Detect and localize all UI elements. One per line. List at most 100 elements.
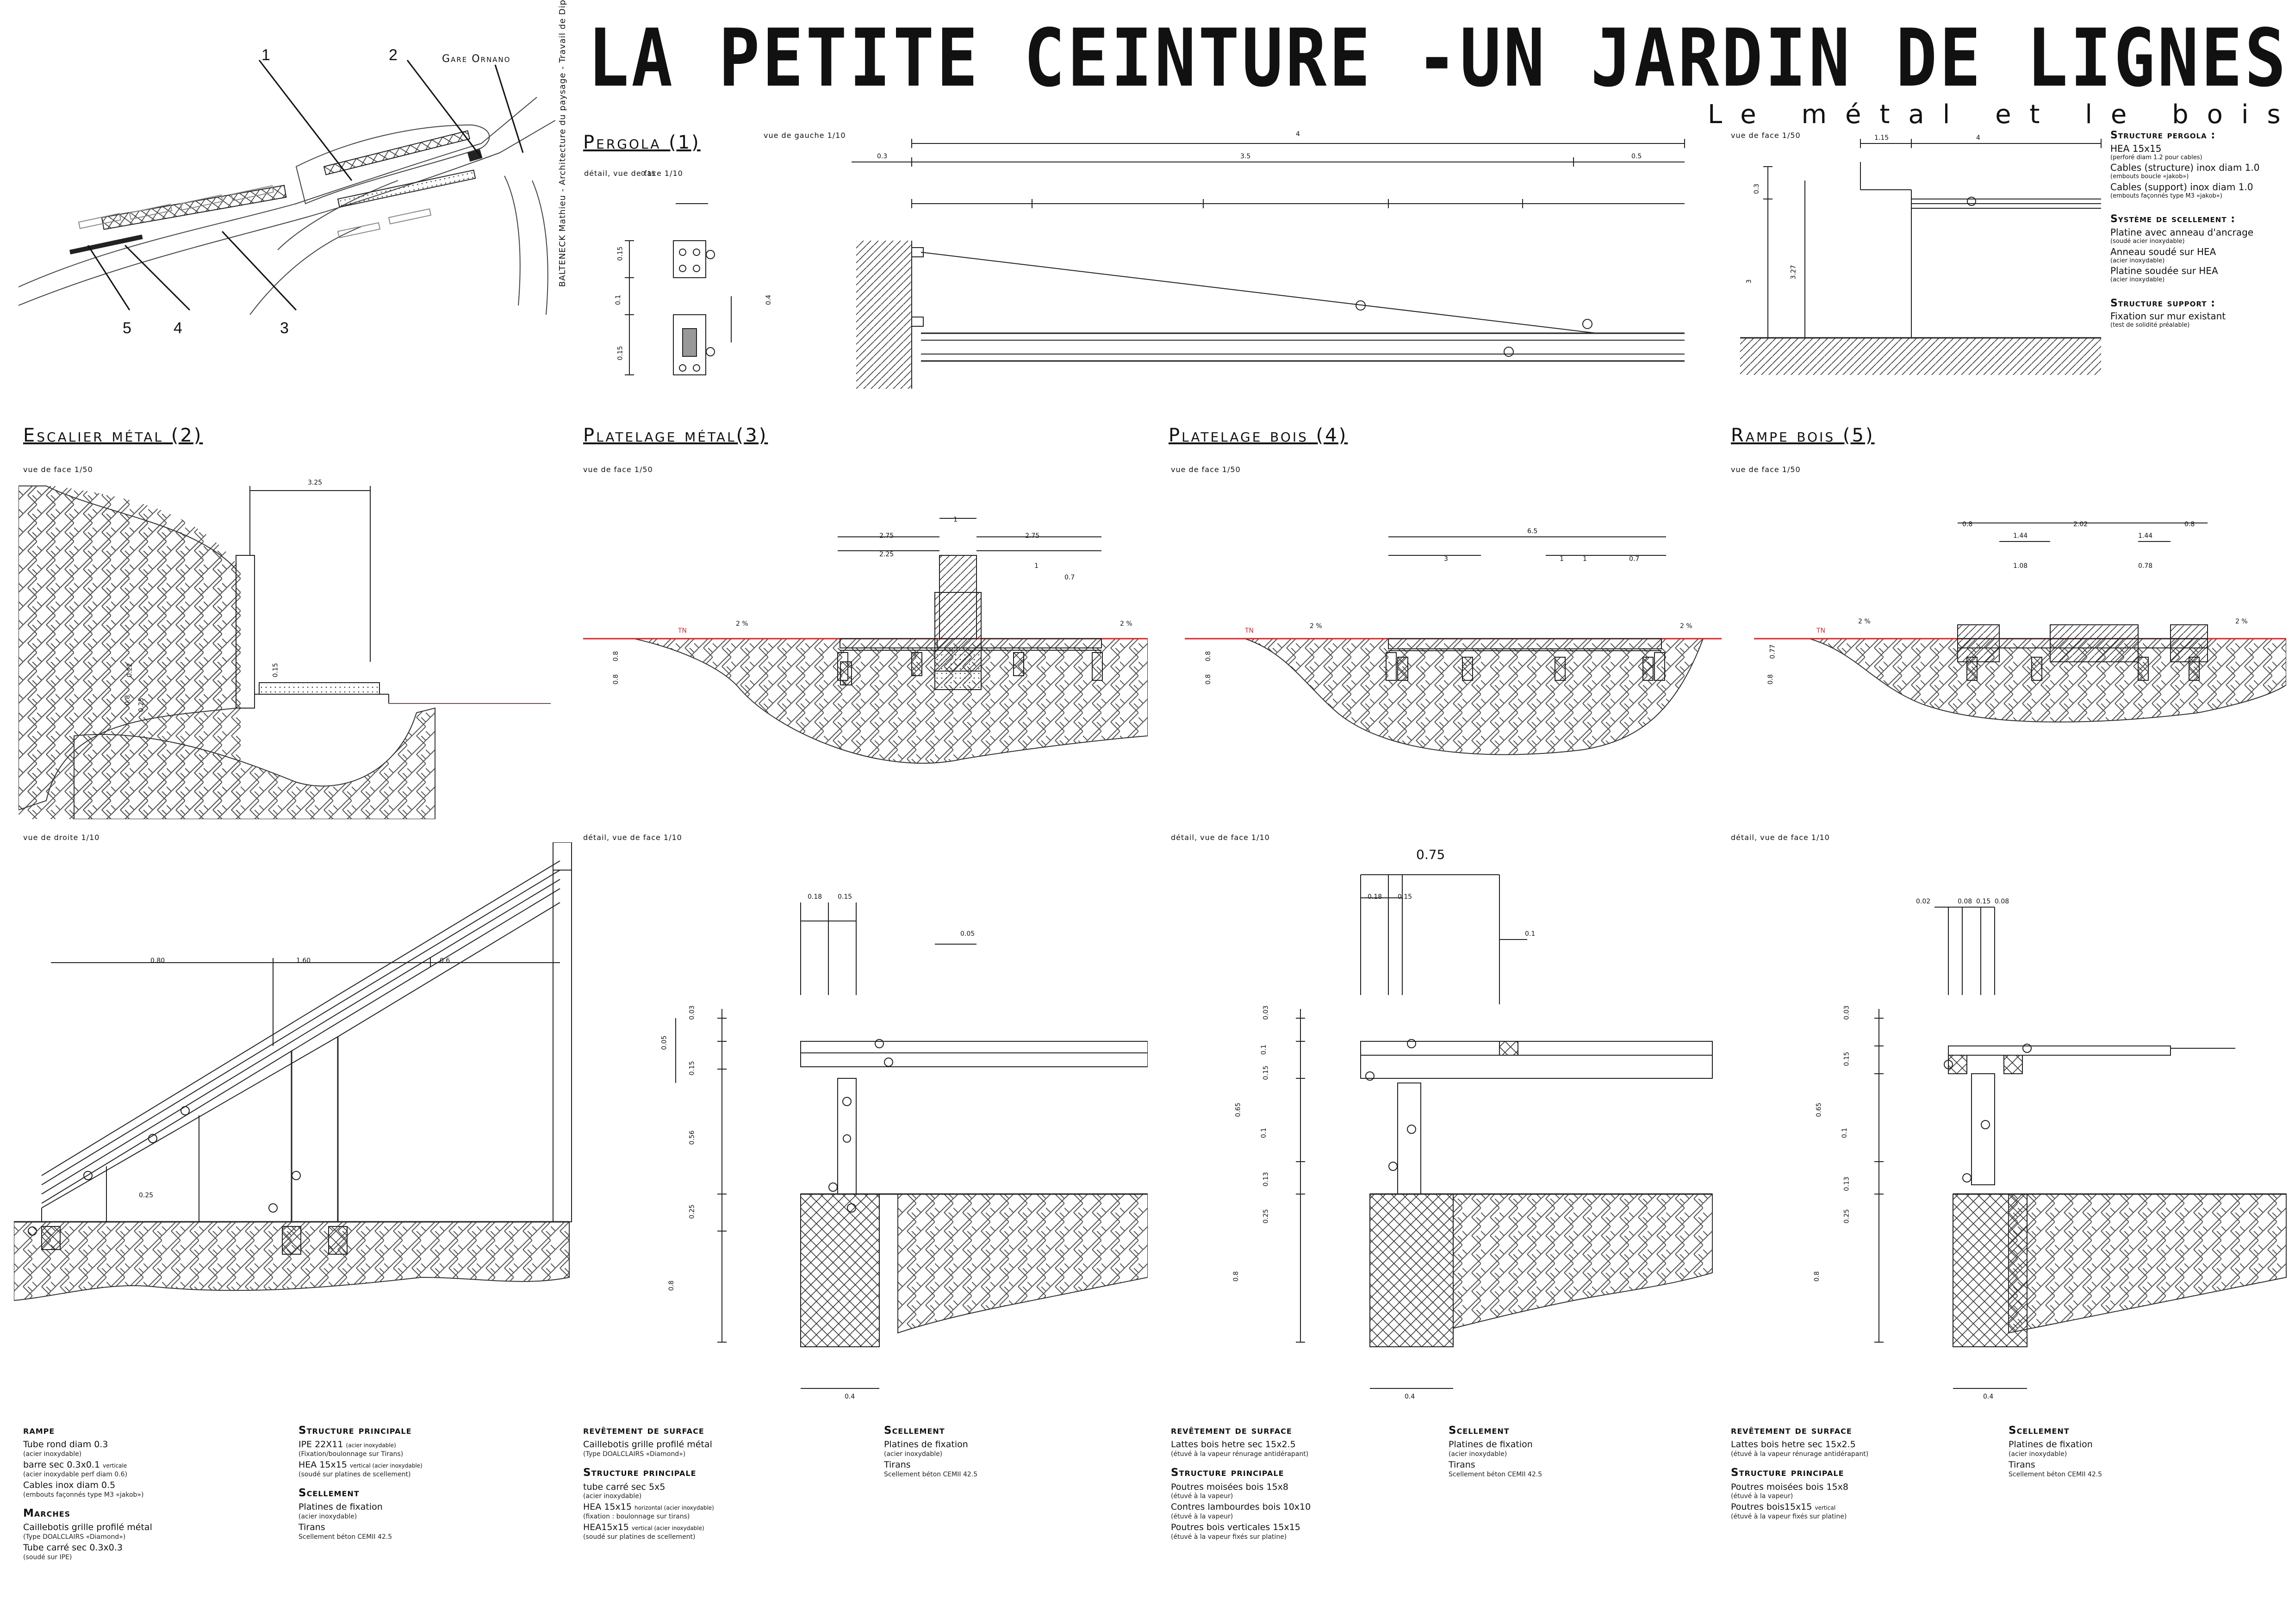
pergola-cables1-note: (embouts boucle «jakob») (2110, 173, 2189, 180)
legend-stair-l2s: (acier inoxydable perf diam 0.6) (23, 1470, 128, 1478)
dim-deckm-o: 0.8 (668, 1280, 676, 1291)
dim-ramp-v1: 0.77 (1769, 644, 1777, 659)
dim-deckm-n: 0.25 (688, 1204, 696, 1219)
dim-ramp-n: 0.65 (1815, 1102, 1823, 1117)
map-label-2: 2 (389, 46, 398, 64)
dim-deckw-p: 0.25 (1262, 1209, 1270, 1224)
pergola-specifications: Structure pergola : HEA 15x15 (perforé d… (2110, 129, 2259, 330)
site-map (19, 60, 555, 315)
pergola-view-face: vue de face 1/50 (1731, 131, 1801, 140)
pergola-platine2: Platine soudée sur HEA (2110, 265, 2218, 277)
dim-deckm-p: 0.4 (845, 1393, 855, 1400)
platelage-bois-view-detail: détail, vue de face 1/10 (1171, 833, 1270, 842)
platelage-metal-face-view-drawing (583, 518, 1148, 764)
section-title-escalier: Escalier métal (2) (23, 425, 203, 446)
dim-deckm-b: 2.25 (879, 551, 894, 558)
dim-deckw-k: 0.1 (1260, 1044, 1268, 1055)
pergola-view-detail: détail, vue de face 1/10 (584, 169, 683, 178)
legend-rampe-bois-left: revêtement de surface Lattes bois hetre … (1731, 1423, 1999, 1521)
pergola-cables2: Cables (support) inox diam 1.0 (2110, 181, 2253, 193)
rampe-bois-detail-drawing (1874, 907, 2287, 1389)
legend-stair-l6: IPE 22X11 (299, 1439, 343, 1450)
legend-stair-l3s: (embouts façonnés type M3 «jakob») (23, 1491, 144, 1499)
slope-deckm-right: 2 % (1120, 620, 1132, 628)
legend-ramp-l3: Poutres bois15x15 (1731, 1502, 1812, 1512)
legend-wood-l6s: Scellement béton CEMII 42.5 (1449, 1470, 1542, 1478)
legend-metal-l4: HEA15x15 (583, 1522, 629, 1533)
escalier-view-face: vue de face 1/50 (23, 465, 93, 474)
legend-wood-l1: Lattes bois hetre sec 15x2.5 (1171, 1439, 1296, 1450)
slope-deckw-right: 2 % (1680, 622, 1692, 630)
section-title-platelage-metal: Platelage métal(3) (583, 425, 768, 446)
legend-wood-l1s: (étuvé à la vapeur rénurage antidérapant… (1171, 1450, 1309, 1458)
legend-stair-l6s: (Fixation/boulonnage sur Tirans) (299, 1450, 404, 1458)
legend-wood-l2: Poutres moisées bois 15x8 (1171, 1481, 1288, 1492)
dim-ramp-i: 0.08 (1958, 898, 1972, 905)
dim-ramp-p: 0.13 (1843, 1176, 1851, 1191)
pergola-hea-note: (perforé diam 1.2 pour cables) (2110, 154, 2202, 161)
dim-deckm-j: 0.03 (688, 1005, 696, 1020)
legend-platelage-metal-left: revêtement de surface Caillebotis grille… (583, 1423, 870, 1542)
legend-metal-l3b: horizontal (acier inoxydable) (634, 1505, 714, 1512)
section-title-pergola: Pergola (1) (583, 132, 701, 153)
legend-wood-l4s: (étuvé à la vapeur fixés sur platine) (1171, 1533, 1287, 1541)
legend-wood-l2s: (étuvé à la vapeur) (1171, 1493, 1233, 1500)
dim-ramp-f: 1.08 (2013, 562, 2028, 570)
legend-metal-l6s: Scellement béton CEMII 42.5 (884, 1470, 978, 1478)
platelage-metal-detail-drawing (675, 902, 1148, 1389)
legend-stair-l1: Tube rond diam 0.3 (23, 1439, 108, 1450)
dim-pergola-r1: 1.15 (1874, 134, 1889, 142)
dim-deckm-v1: 0.8 (612, 651, 620, 662)
legend-metal-l4s: (soudé sur platines de scellement) (583, 1533, 696, 1541)
slope-deckm-left: 2 % (736, 620, 748, 628)
pergola-detail-drawing (625, 203, 732, 375)
legend-ramp-l3b: vertical (1815, 1505, 1836, 1512)
dim-deckm-m: 0.56 (688, 1130, 696, 1145)
dim-deckw-v2: 0.8 (1205, 674, 1213, 685)
section-title-rampe-bois: Rampe bois (5) (1731, 425, 1875, 446)
page-subtitle: Le métal et le bois (1708, 100, 2295, 130)
legend-ramp-l1: Lattes bois hetre sec 15x2.5 (1731, 1439, 1856, 1450)
pergola-fixation: Fixation sur mur existant (2110, 311, 2226, 322)
dim-pergola-v1: 0.3 (1753, 183, 1761, 194)
dim-deckw-o: 0.13 (1262, 1172, 1270, 1187)
legend-stair-l4: Caillebotis grille profilé métal (23, 1522, 152, 1533)
pergola-fixation-note: (test de solidité préalable) (2110, 322, 2190, 329)
legend-stair-l5s: (soudé sur IPE) (23, 1553, 72, 1561)
dim-ramp-d: 1.44 (2138, 532, 2153, 540)
pergola-platine1: Platine avec anneau d'ancrage (2110, 227, 2254, 238)
dim-stair-h2: 0.15 (272, 663, 280, 678)
dim-deckw-l: 0.15 (1262, 1065, 1270, 1080)
legend-metal-l4b: vertical (acier inoxydable) (631, 1525, 704, 1532)
legend-wood-seal-title: Scellement (1449, 1425, 1510, 1437)
dim-deckm-h: 0.15 (838, 893, 852, 901)
platelage-bois-face-view-drawing (1185, 536, 1722, 755)
dim-deckw-q: 0.8 (1232, 1271, 1240, 1282)
dim-deckw-e: 0.7 (1629, 555, 1640, 563)
dim-ramp-a: 0.8 (1962, 521, 1973, 528)
legend-escalier-structure: Structure principale IPE 22X11 (acier in… (299, 1423, 558, 1542)
dim-pergola-top: 4 (1296, 131, 1300, 138)
dim-deckm-e: 1 (1034, 562, 1039, 570)
escalier-view-right: vue de droite 1/10 (23, 833, 100, 842)
dim-ramp-q: 0.25 (1843, 1209, 1851, 1224)
dim-deckw-g: 0.18 (1368, 893, 1382, 901)
dim-deckm-a: 2.75 (879, 532, 894, 540)
dim-stair-d1: 0.80 (150, 957, 165, 964)
dim-pergola-c: 0.5 (1631, 153, 1642, 160)
legend-metal-l5: Platines de fixation (884, 1439, 968, 1450)
legend-metal-l2s: (acier inoxydable) (583, 1493, 642, 1500)
dim-stair-d4: 0.25 (139, 1192, 154, 1199)
dim-pergola-d1: 0.15 (641, 170, 656, 178)
dim-deckw-c: 1 (1560, 555, 1564, 563)
dim-deckw-v1: 0.8 (1205, 651, 1213, 662)
dim-deckw-m: 0.65 (1234, 1102, 1242, 1117)
legend-ramp-rev-title: revêtement de surface (1731, 1425, 1852, 1437)
legend-stair-l5: Tube carré sec 0.3x0.3 (23, 1543, 123, 1553)
legend-metal-l2: tube carré sec 5x5 (583, 1481, 665, 1492)
dim-pergola-a: 0.3 (877, 153, 888, 160)
dim-pergola-d2: 0.15 (616, 246, 624, 261)
legend-metal-l1: Caillebotis grille profilé métal (583, 1439, 712, 1450)
dim-pergola-v2: 3 (1745, 279, 1753, 284)
dim-ramp-o: 0.1 (1841, 1127, 1849, 1139)
